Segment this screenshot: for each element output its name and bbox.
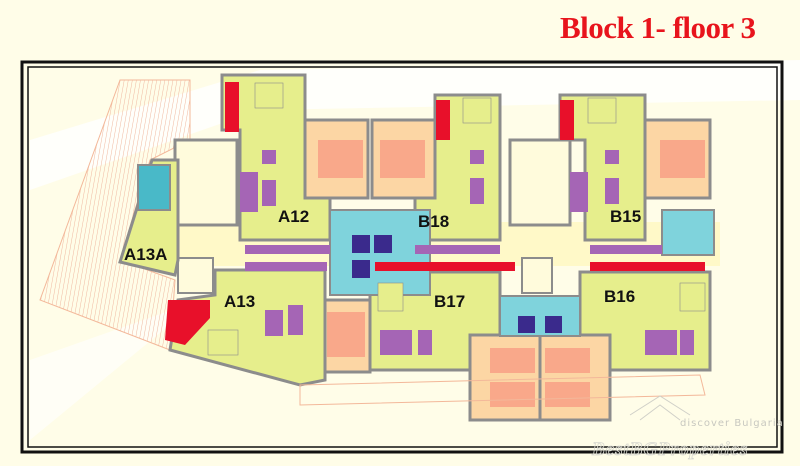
plan-frame-inner: [27, 66, 778, 448]
wardrobe: [590, 245, 662, 254]
coffee-table: [265, 310, 283, 336]
staircase-left: [173, 138, 239, 227]
armchair: [605, 150, 619, 164]
wardrobe: [415, 245, 500, 254]
bed: [660, 140, 705, 178]
kitchen-counter: [436, 100, 450, 140]
bed: [490, 382, 535, 407]
watermark-logo-icon: [629, 395, 691, 421]
dining-table: [679, 282, 706, 312]
plan-frame-outer: [20, 60, 784, 454]
unit-label-a13a: A13A: [124, 245, 167, 264]
sofa: [645, 330, 677, 355]
unit-a13a-storage: [137, 164, 171, 211]
coffee-table: [680, 330, 694, 355]
balcony: [299, 374, 706, 406]
sofa: [570, 172, 588, 212]
bathroom: [661, 209, 715, 256]
dining-table: [207, 329, 239, 356]
bed: [380, 140, 425, 178]
coffee-table: [418, 330, 432, 355]
coffee-table: [605, 178, 619, 204]
dining-table: [254, 82, 284, 109]
shower: [374, 235, 392, 253]
elevator-right: [521, 257, 553, 294]
dining-table: [462, 97, 492, 124]
coffee-table: [262, 180, 276, 206]
kitchen-counter: [560, 100, 574, 140]
sofa: [240, 172, 258, 212]
kitchen-counter: [225, 82, 239, 132]
staircase-right: [508, 138, 572, 227]
unit-label-b16: B16: [604, 287, 635, 306]
kitchen-counter: [590, 262, 705, 271]
bed: [490, 348, 535, 373]
unit-label-b15: B15: [610, 207, 641, 226]
unit-label-a12: A12: [278, 207, 309, 226]
shower: [518, 316, 535, 333]
elevator-left: [177, 257, 214, 294]
wardrobe: [245, 245, 330, 254]
armchair: [470, 150, 484, 164]
wardrobe: [245, 262, 327, 271]
unit-label-a13: A13: [224, 292, 255, 311]
dining-table: [377, 282, 404, 312]
shower: [352, 260, 370, 278]
armchair: [262, 150, 276, 164]
watermark-brand: BestBGProperties: [591, 439, 748, 460]
sofa: [380, 330, 412, 355]
shower: [545, 316, 562, 333]
unit-label-b18: B18: [418, 212, 449, 231]
bathroom: [499, 295, 581, 337]
shower: [352, 235, 370, 253]
unit-a13-living: [168, 268, 327, 387]
sofa: [288, 305, 303, 335]
bed: [545, 382, 590, 407]
kitchen-counter: [375, 262, 515, 271]
dining-table: [587, 97, 617, 124]
bedroom: [468, 333, 542, 422]
unit-label-b17: B17: [434, 292, 465, 311]
bed: [545, 348, 590, 373]
bed: [327, 312, 365, 357]
watermark-tagline: discover Bulgaria: [680, 418, 784, 429]
bed: [318, 140, 363, 178]
floor-plan-title: Block 1- floor 3: [560, 10, 756, 45]
kitchen-counter: [165, 300, 210, 345]
coffee-table: [470, 178, 484, 204]
